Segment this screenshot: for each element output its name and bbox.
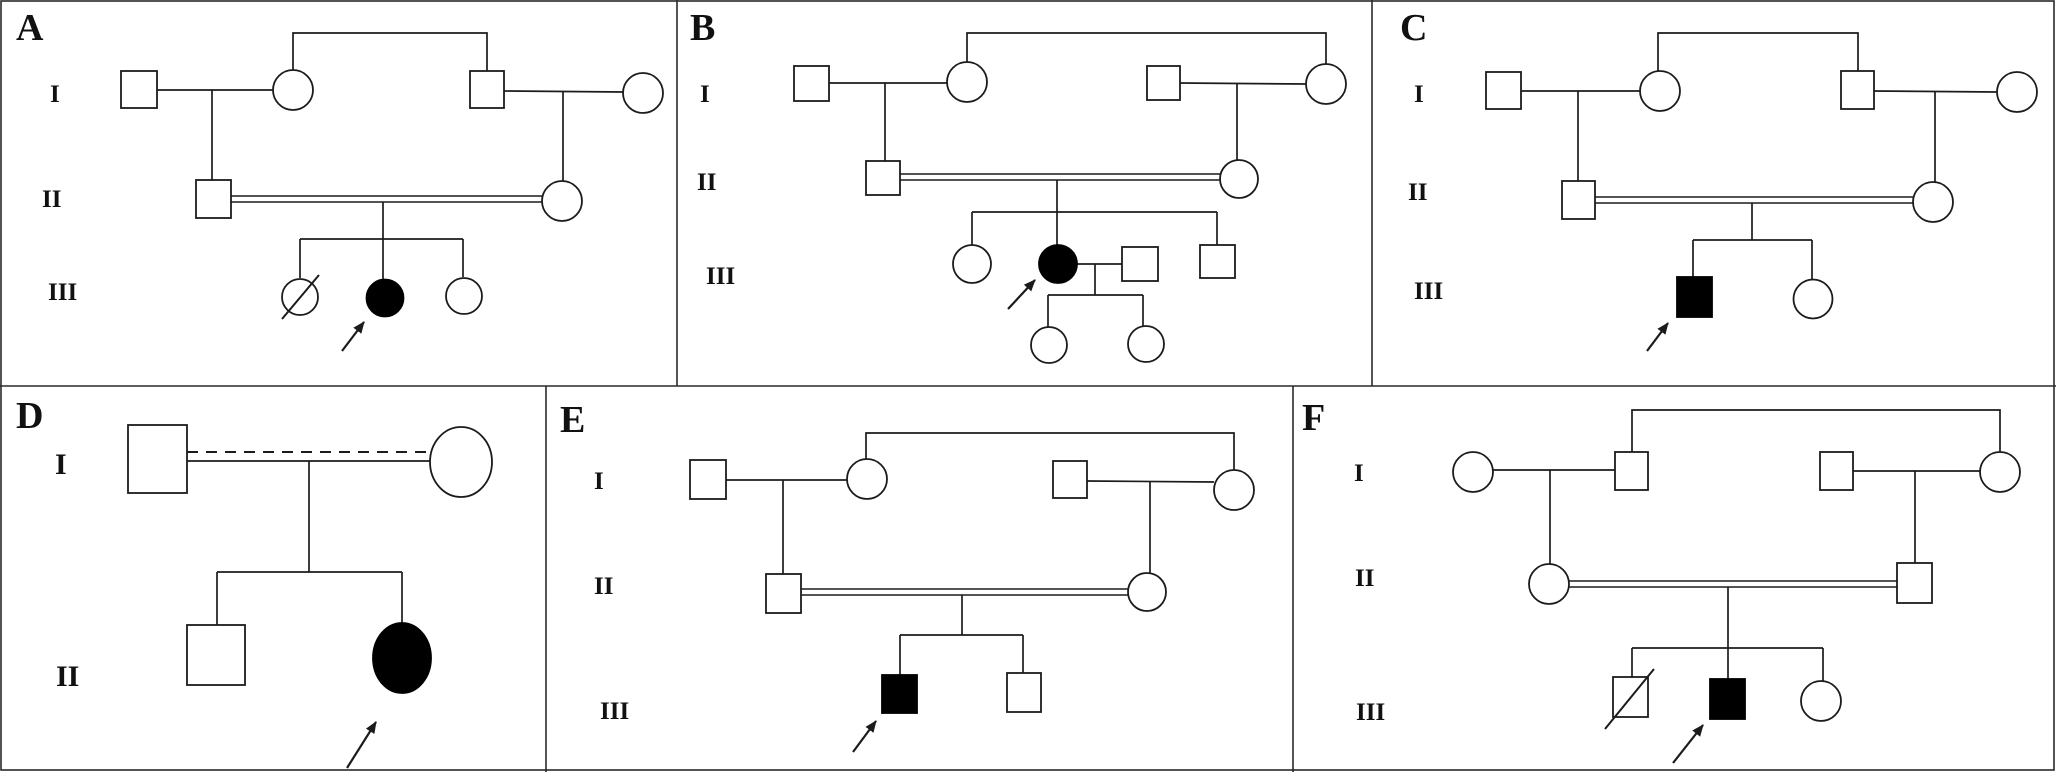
individual-male-unaffected <box>1485 71 1522 110</box>
panel-f-gen-iii: III <box>1356 699 1385 726</box>
individual-female-unaffected <box>1305 63 1347 105</box>
panel-b: B I II III <box>690 7 1347 364</box>
deceased-slash <box>281 274 320 320</box>
panel-e-gen-ii: II <box>594 573 613 600</box>
individual-male-unaffected <box>195 179 232 219</box>
individual-male-spouse <box>1121 246 1159 282</box>
panel-e-gen-i: I <box>594 468 604 495</box>
panel-b-connector-lines <box>829 32 1327 327</box>
panel-b-gen-i: I <box>700 81 710 108</box>
individual-female-affected-proband <box>1038 244 1078 284</box>
individual-female-unaffected <box>1030 326 1068 364</box>
panel-f-gen-ii: II <box>1355 565 1374 592</box>
individual-female-unaffected <box>272 69 314 111</box>
individual-female-unaffected <box>1213 469 1255 511</box>
panel-c-connector-lines <box>1521 32 1998 280</box>
individual-female-affected-proband <box>372 622 432 694</box>
individual-male-unaffected <box>1561 180 1596 220</box>
individual-male-unaffected <box>1052 460 1088 499</box>
proband-arrow <box>852 720 877 753</box>
individual-male-unaffected <box>793 65 830 102</box>
panel-a: A I II III <box>16 7 664 352</box>
individual-male-deceased <box>1604 668 1655 730</box>
sibling-bracket <box>865 432 1235 470</box>
individual-male-affected-proband <box>1676 276 1713 318</box>
individual-male-affected-proband <box>1709 678 1746 720</box>
panel-e: E I II III <box>560 399 1255 753</box>
proband-arrow <box>346 721 377 769</box>
individual-male-unaffected <box>469 70 505 109</box>
individual-male-unaffected <box>689 459 727 500</box>
individual-female-unaffected <box>952 244 992 284</box>
panel-b-letter: B <box>690 7 715 49</box>
panel-a-letter: A <box>16 7 44 49</box>
individual-female-unaffected <box>1639 70 1681 112</box>
individual-male-affected-proband <box>881 674 918 714</box>
individual-male-unaffected <box>1199 244 1236 279</box>
individual-male-unaffected <box>186 624 246 686</box>
individual-female-unaffected <box>445 277 483 315</box>
panel-c-gen-i: I <box>1414 81 1424 108</box>
panel-f-letter: F <box>1302 397 1325 439</box>
sibling-bracket <box>966 32 1327 64</box>
individual-female-affected-proband <box>365 278 405 318</box>
individual-male-unaffected <box>1840 70 1875 110</box>
individual-female-unaffected <box>1912 181 1954 223</box>
individual-female-unaffected <box>1979 451 2021 493</box>
panel-a-gen-iii: III <box>48 279 77 306</box>
proband-arrow <box>1672 724 1704 764</box>
individual-female-unaffected <box>1452 451 1494 493</box>
individual-female-unaffected <box>429 426 493 498</box>
individual-female-unaffected <box>1219 159 1259 199</box>
proband-arrow <box>1007 279 1036 310</box>
panel-c-gen-iii: III <box>1414 278 1443 305</box>
individual-male-unaffected <box>1146 65 1181 101</box>
panel-d-gen-ii: II <box>56 660 79 693</box>
individual-female-unaffected <box>1127 572 1167 612</box>
individual-male-unaffected <box>1896 562 1933 604</box>
individual-male-unaffected <box>765 573 802 614</box>
panel-f-connector-lines <box>1493 409 2001 681</box>
proband-arrow <box>341 321 365 352</box>
panel-e-letter: E <box>560 399 585 441</box>
individual-male-unaffected <box>1819 451 1854 491</box>
individual-female-unaffected <box>1996 71 2038 113</box>
individual-female-unaffected <box>846 458 888 500</box>
individual-male-unaffected <box>120 70 158 109</box>
deceased-slash <box>1604 668 1655 730</box>
sibling-bracket <box>292 32 488 71</box>
individual-female-unaffected <box>541 180 583 222</box>
individual-male-unaffected <box>865 160 901 196</box>
individual-female-unaffected <box>946 61 988 103</box>
panel-b-gen-iii: III <box>706 263 735 290</box>
individual-female-unaffected <box>1792 278 1834 320</box>
panel-e-gen-iii: III <box>600 698 629 725</box>
panel-d-letter: D <box>16 395 43 437</box>
individual-male-unaffected <box>1614 451 1649 491</box>
panel-b-gen-ii: II <box>697 169 716 196</box>
individual-male-unaffected <box>127 424 188 494</box>
individual-female-unaffected <box>1127 325 1165 363</box>
panel-a-connector-lines <box>157 32 624 279</box>
panel-c-letter: C <box>1400 7 1427 49</box>
individual-female-deceased <box>281 274 320 320</box>
sibling-bracket <box>1657 32 1859 71</box>
panel-a-gen-ii: II <box>42 186 61 213</box>
panel-f: F I II III <box>1302 397 2021 764</box>
panel-e-connector-lines <box>726 432 1235 675</box>
panel-c: C I II III <box>1400 7 2038 352</box>
individual-female-unaffected <box>1528 563 1570 605</box>
panel-d: D I II <box>16 395 493 769</box>
sibling-bracket <box>1631 409 2001 452</box>
individual-male-unaffected <box>1006 672 1042 713</box>
panel-f-gen-i: I <box>1354 460 1364 487</box>
panel-c-gen-ii: II <box>1408 179 1427 206</box>
panel-d-connector-lines <box>187 451 430 625</box>
proband-arrow <box>1646 322 1669 352</box>
panel-a-gen-i: I <box>50 81 60 108</box>
individual-female-unaffected <box>1800 680 1842 722</box>
individual-female-unaffected <box>622 72 664 114</box>
panel-d-gen-i: I <box>55 448 67 481</box>
